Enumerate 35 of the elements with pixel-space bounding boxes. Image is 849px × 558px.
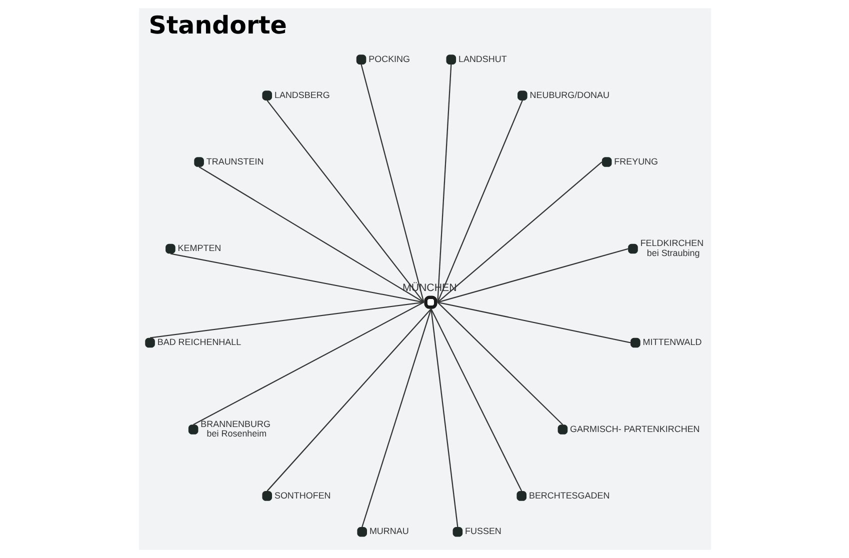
connector (436, 100, 522, 303)
node-label: GARMISCH- PARTENKIRCHEN (570, 424, 700, 434)
connector (436, 302, 563, 426)
node-label: MITTENWALD (642, 337, 702, 348)
connector (436, 162, 602, 303)
connector (437, 248, 628, 303)
node-label: FREYUNG (614, 156, 658, 166)
connector (360, 64, 424, 302)
node-label: MURNAU (368, 526, 408, 536)
node-label: POCKING (368, 54, 410, 64)
node-label: LANDSBERG (274, 90, 330, 100)
connector (192, 302, 424, 426)
connector (266, 308, 432, 492)
connector (361, 308, 432, 528)
node-label: LANDSHUT (458, 54, 506, 64)
node-label: BRANNENBURG (200, 418, 270, 429)
node-label: TRAUNSTEIN (206, 156, 264, 166)
connector (436, 64, 452, 302)
node-label: FUSSEN (464, 526, 501, 536)
connector (149, 302, 424, 338)
connector (437, 302, 630, 344)
connector (430, 308, 522, 492)
connector (430, 308, 458, 528)
node-label: FELDKIRCHEN (640, 238, 704, 248)
node-label: BAD REICHENHALL (156, 337, 241, 348)
node-label: SONTHOFEN (274, 490, 330, 500)
node-label: bei Rosenheim (206, 428, 266, 439)
node-label: bei Straubing (646, 248, 700, 258)
connector (170, 253, 424, 303)
node-label: NEUBURG/DONAU (529, 90, 610, 100)
node-label: KEMPTEN (177, 243, 221, 254)
node-label: BERCHTESGADEN (528, 490, 610, 500)
connector (198, 166, 424, 303)
connector (266, 100, 424, 303)
diagram-title: Standorte (148, 10, 286, 40)
